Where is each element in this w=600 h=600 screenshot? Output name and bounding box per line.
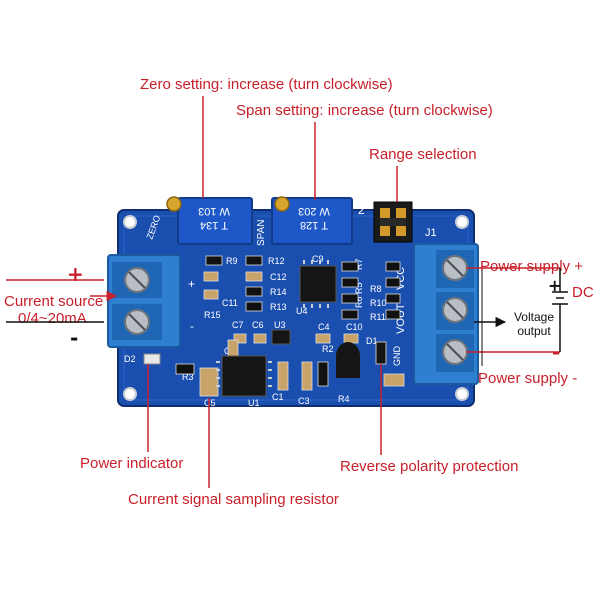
voltage-output-label: Voltage output [513,310,555,338]
smd-components [175,255,405,397]
silk-r8: R8 [370,284,382,294]
power-supply-plus-label: Power supply + [480,258,583,275]
silk-r5: R5 [354,282,364,294]
silk-gnd: GND [392,346,402,367]
silk-r2: R2 [322,344,334,354]
silk-u1: U1 [248,398,260,408]
silk-r10: R10 [370,298,387,308]
protection-diode [375,341,387,365]
output-terminal-block [413,243,479,385]
silk-minus: - [190,319,194,333]
silk-c10: C10 [346,322,363,332]
regulator-u2 [336,342,360,378]
silk-c6: C6 [252,320,264,330]
silk-c4: C4 [318,322,330,332]
mount-hole-bl [123,387,137,401]
dc-battery-symbol [552,268,568,352]
silk-r13: R13 [270,302,287,312]
silk-c11: C11 [222,298,238,308]
silk-r6: R6 [354,296,364,308]
dc-label: DC [572,284,594,301]
span-setting-label: Span setting: increase (turn clockwise) [236,102,493,119]
span-potentiometer: W 203 T 128 [271,196,353,245]
dc-plus-sign: + [548,276,562,295]
silk-u4: U4 [296,306,308,316]
silk-r7: R7 [354,258,364,270]
silk-c1: C1 [272,392,284,402]
zero-setting-label: Zero setting: increase (turn clockwise) [140,76,393,93]
current-minus-sign: - [70,326,79,350]
pot1-text-2: T 134 [200,219,228,231]
sampling-resistor [199,367,219,397]
ic-u1 [221,355,267,397]
mount-hole-tr [455,215,469,229]
silk-j1: J1 [425,227,437,239]
pot1-text-1: W 103 [198,205,230,217]
reverse-polarity-label: Reverse polarity protection [340,458,519,475]
silk-r9: R9 [226,256,238,266]
current-source-label: Current source [4,293,104,310]
input-terminal-block [107,254,181,348]
silk-plus: + [188,277,195,291]
silk-u3: U3 [274,320,286,330]
ic-chips [216,260,360,397]
silk-r4: R4 [338,394,350,404]
silk-c9: C9 [312,254,324,264]
silk-c12: C12 [270,272,287,282]
range-selection-label: Range selection [369,146,477,163]
silk-two: 2 [358,203,365,217]
range-jumper [373,201,413,243]
power-supply-minus-label: Power supply - [478,370,578,387]
silk-span: SPAN [256,220,267,247]
silk-c3: C3 [298,396,310,406]
silk-r15: R15 [204,310,221,320]
silk-c7: C7 [232,320,244,330]
power-indicator-label: Power indicator [80,455,184,472]
ic-u4 [299,265,337,303]
pot2-text-2: T 128 [300,219,328,231]
silk-r12: R12 [268,256,285,266]
pot2-text-1: W 203 [298,205,330,217]
zero-potentiometer: W 103 T 134 [166,196,253,245]
pointer-lines [6,96,560,488]
mount-hole-br [455,387,469,401]
mount-hole-tl [123,215,137,229]
silk-r14: R14 [270,287,287,297]
ic-u3 [271,329,291,345]
power-led [143,353,161,365]
silk-c5: C5 [204,398,216,408]
silk-d1: D1 [366,336,378,346]
silk-r3: R3 [182,372,194,382]
sampling-resistor-label: Current signal sampling resistor [128,491,339,508]
silk-r11: R11 [370,312,386,322]
silk-d2: D2 [124,354,136,364]
